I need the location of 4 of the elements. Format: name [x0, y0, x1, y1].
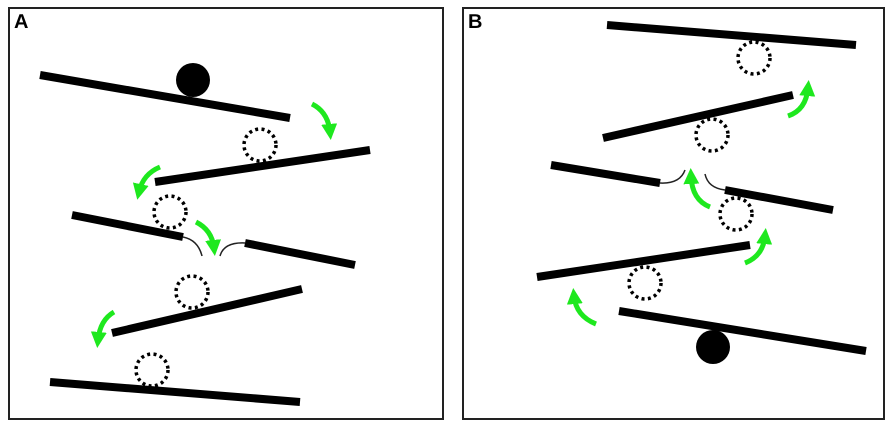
- panel: [8, 7, 444, 420]
- panel-letter: B: [468, 11, 482, 33]
- panel-letter: A: [14, 11, 28, 33]
- panel: [462, 7, 885, 420]
